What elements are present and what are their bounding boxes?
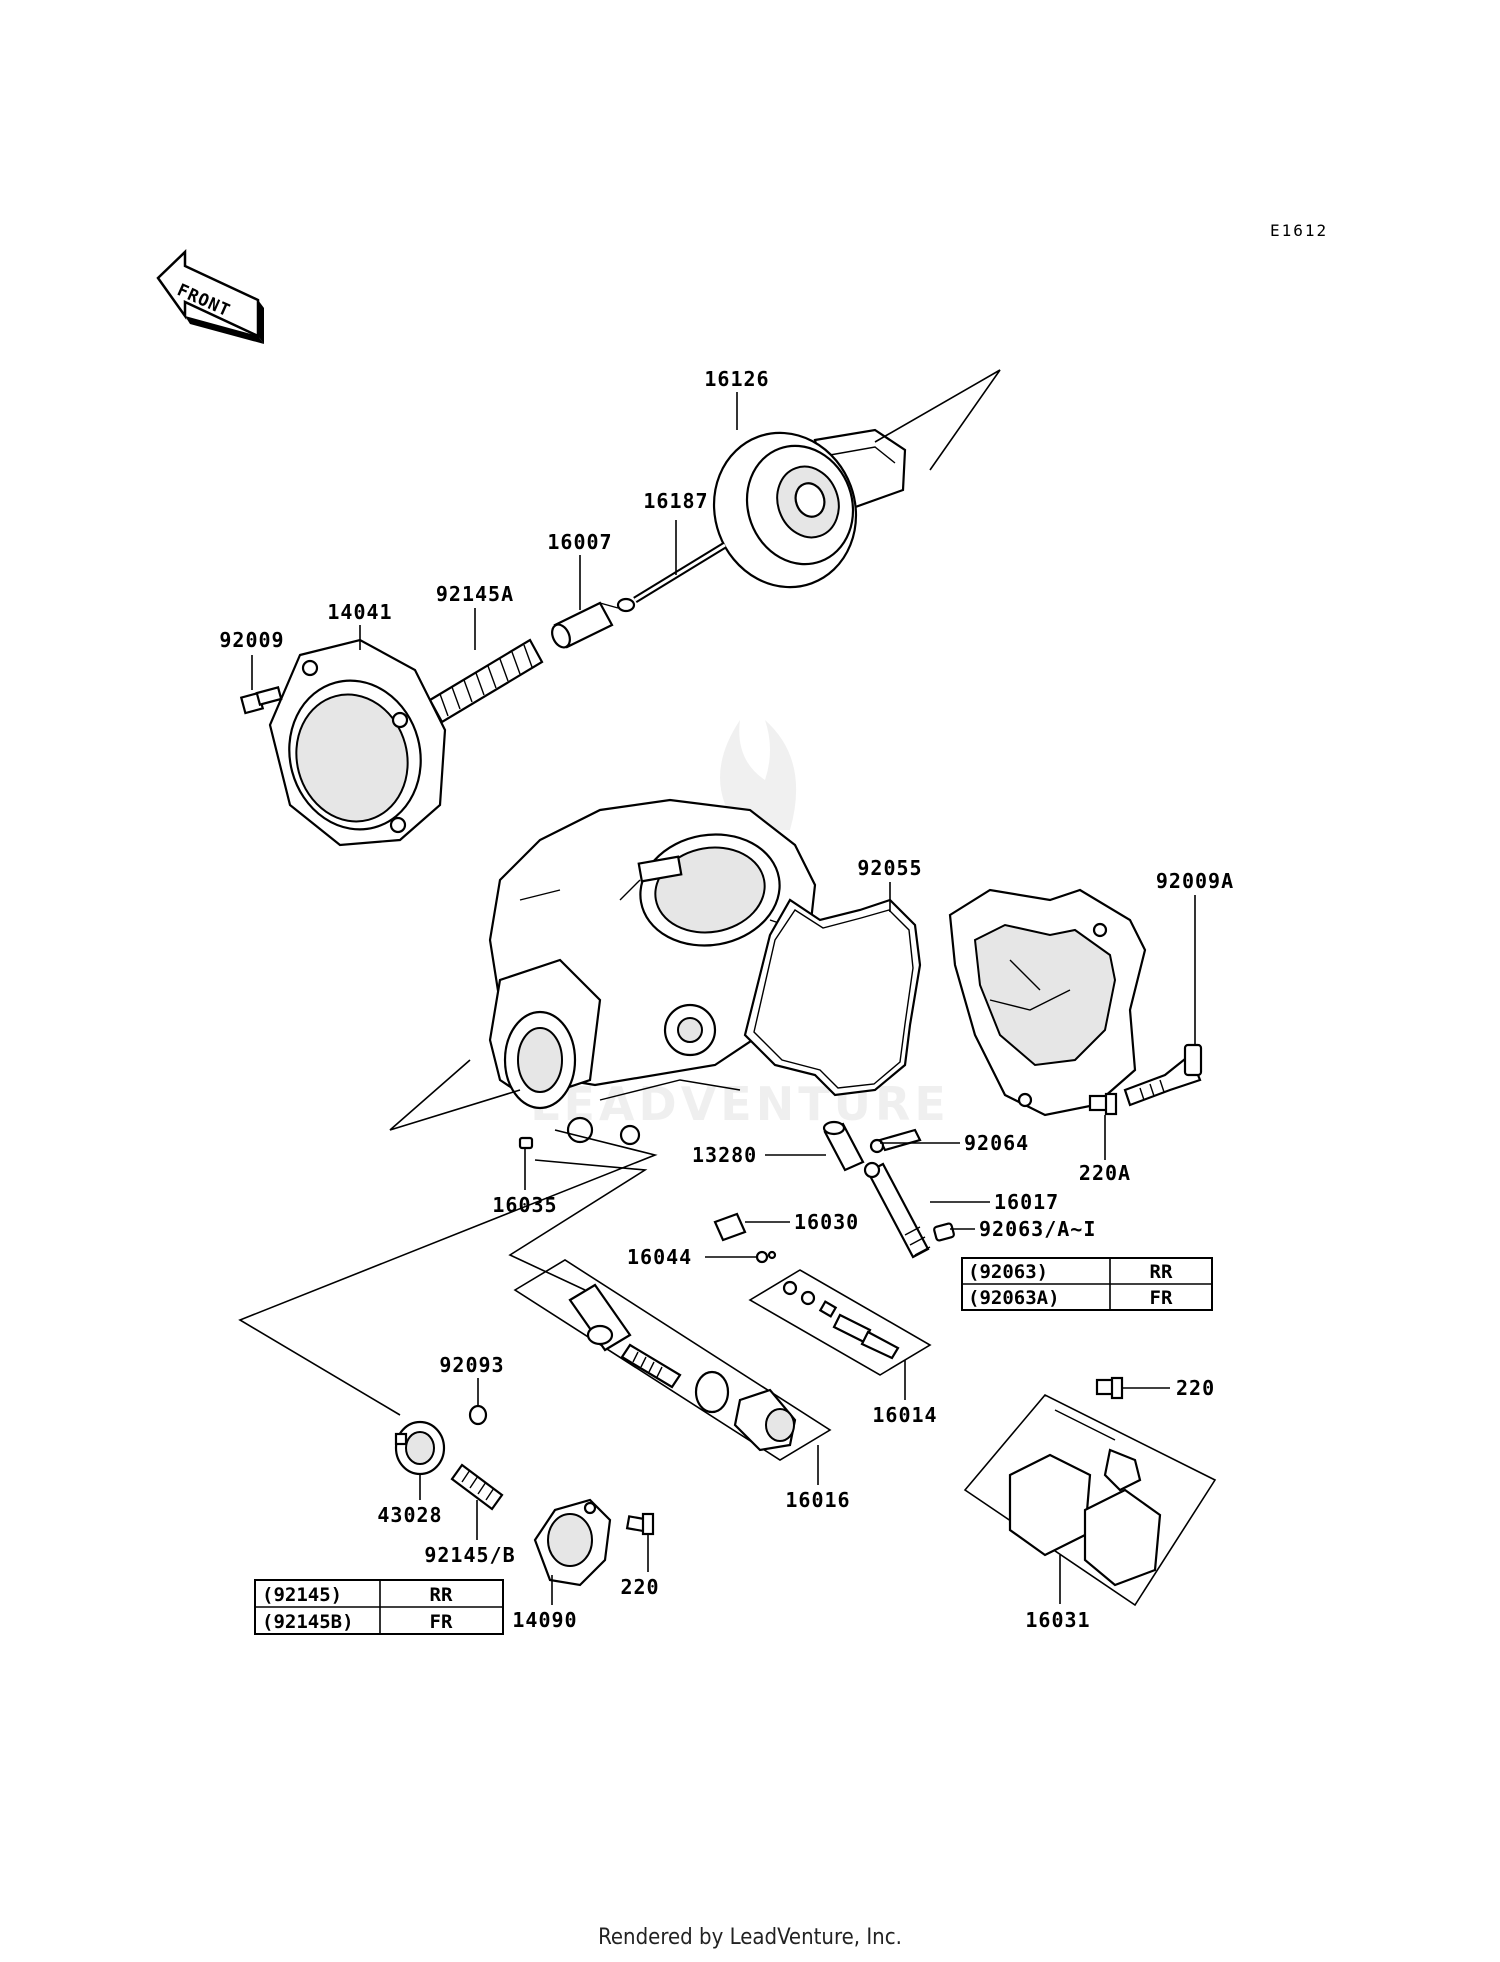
label-16126: 16126 bbox=[704, 367, 769, 391]
label-92063: 92063/A~I bbox=[979, 1217, 1096, 1241]
part-43028-diaphragm bbox=[394, 1420, 446, 1476]
part-labels: 16126 16187 16007 92145A 14041 92009 920… bbox=[219, 367, 1234, 1632]
label-92064: 92064 bbox=[964, 1131, 1029, 1155]
part-16007-holder bbox=[551, 601, 619, 649]
label-92093: 92093 bbox=[439, 1353, 504, 1377]
label-92009A: 92009A bbox=[1156, 869, 1234, 893]
label-16187: 16187 bbox=[643, 489, 708, 513]
label-16035: 16035 bbox=[492, 1193, 557, 1217]
part-13280-plunger bbox=[822, 1120, 865, 1172]
leader-lines bbox=[251, 392, 1196, 1605]
part-16016-kit bbox=[513, 1259, 832, 1461]
part-16035-plug bbox=[518, 1136, 534, 1150]
label-43028: 43028 bbox=[377, 1503, 442, 1527]
part-92093-oring bbox=[468, 1404, 488, 1426]
label-220A: 220A bbox=[1079, 1161, 1131, 1185]
part-92055-gasket bbox=[743, 898, 922, 1097]
part-16017-valve bbox=[863, 1161, 931, 1259]
front-arrow-icon: FRONT bbox=[156, 249, 264, 344]
label-16030: 16030 bbox=[794, 1210, 859, 1234]
label-92055: 92055 bbox=[857, 856, 922, 880]
table-92063: (92063) RR (92063A) FR bbox=[961, 1257, 1213, 1311]
part-220A-screw bbox=[1088, 1092, 1118, 1116]
label-16017: 16017 bbox=[994, 1190, 1059, 1214]
part-16187-needle bbox=[616, 542, 727, 613]
part-92063-jet bbox=[933, 1222, 955, 1242]
part-92064-pin bbox=[869, 1128, 922, 1154]
part-92009-screw bbox=[239, 686, 283, 715]
label-92009: 92009 bbox=[219, 628, 284, 652]
part-float-bowl bbox=[948, 888, 1147, 1117]
part-16030-jet bbox=[713, 1212, 747, 1242]
part-92145B-spring bbox=[450, 1463, 504, 1511]
table-92145-pos-0: RR bbox=[430, 1584, 453, 1606]
part-220-screw-lower bbox=[625, 1512, 655, 1536]
table-92145-pos-1: FR bbox=[430, 1611, 453, 1633]
part-16044-clip bbox=[755, 1250, 777, 1264]
table-92145-part-1: (92145B) bbox=[262, 1611, 354, 1633]
diagram-code: E1612 bbox=[1270, 221, 1328, 240]
label-16014: 16014 bbox=[872, 1403, 937, 1427]
footer-credit: Rendered by LeadVenture, Inc. bbox=[598, 1925, 902, 1950]
label-14041: 14041 bbox=[327, 600, 392, 624]
table-92063-pos-0: RR bbox=[1150, 1261, 1173, 1283]
label-14090: 14090 bbox=[512, 1608, 577, 1632]
label-16031: 16031 bbox=[1025, 1608, 1090, 1632]
label-220-lower: 220 bbox=[620, 1575, 659, 1599]
table-92145-part-0: (92145) bbox=[262, 1584, 342, 1606]
part-16031-float-kit bbox=[963, 1394, 1217, 1607]
label-16007: 16007 bbox=[547, 530, 612, 554]
part-16014-kit bbox=[748, 1269, 932, 1376]
part-14090-cover bbox=[533, 1498, 612, 1587]
label-13280: 13280 bbox=[692, 1143, 757, 1167]
part-220-screw-right bbox=[1095, 1376, 1124, 1400]
table-92063-part-0: (92063) bbox=[968, 1261, 1048, 1283]
label-16044: 16044 bbox=[627, 1245, 692, 1269]
label-92145B: 92145/B bbox=[424, 1543, 515, 1567]
part-92145A-spring bbox=[428, 638, 544, 724]
table-92063-part-1: (92063A) bbox=[968, 1287, 1060, 1309]
label-16016: 16016 bbox=[785, 1488, 850, 1512]
label-92145A: 92145A bbox=[436, 582, 514, 606]
part-92009A-screw bbox=[1123, 1043, 1203, 1107]
label-220-right: 220 bbox=[1176, 1376, 1215, 1400]
table-92063-pos-1: FR bbox=[1150, 1287, 1173, 1309]
table-92145: (92145) RR (92145B) FR bbox=[254, 1579, 504, 1635]
part-16126-diaphragm bbox=[712, 428, 907, 589]
part-carburetor-body bbox=[488, 798, 817, 1146]
part-14041-cover bbox=[268, 638, 447, 847]
